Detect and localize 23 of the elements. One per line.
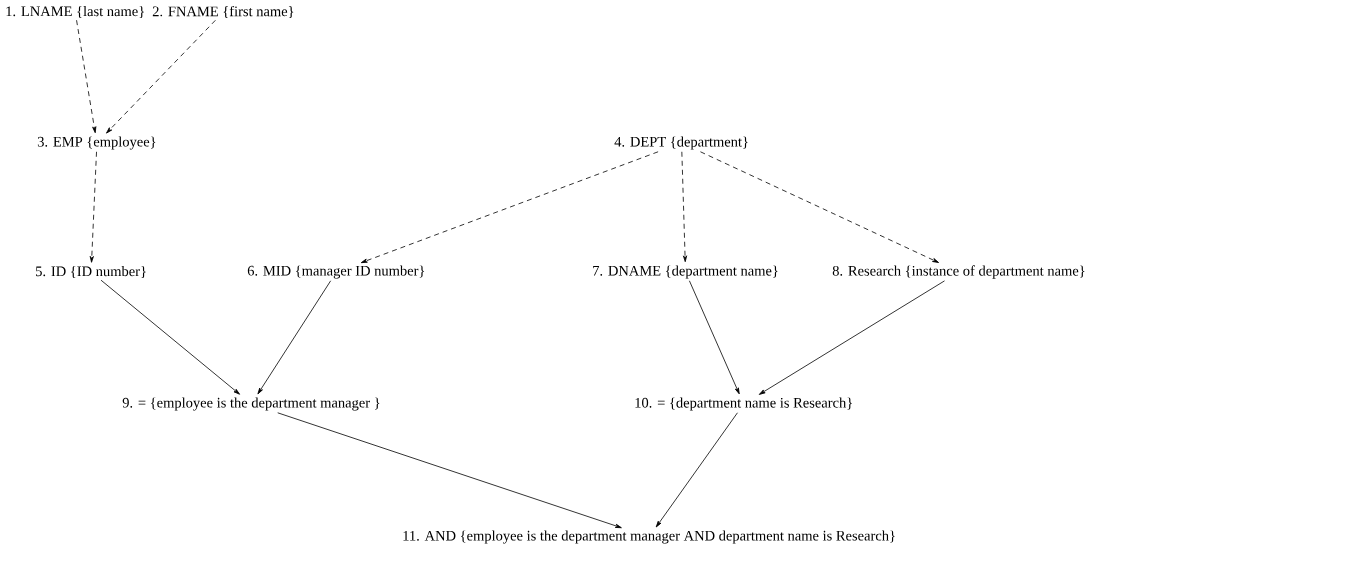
text-label: 6. MID {manager ID number} [247, 265, 425, 279]
arrow [106, 19, 216, 134]
arrow [257, 280, 332, 395]
arrow [758, 280, 945, 395]
text-label: 2. FNAME {first name} [152, 5, 294, 19]
text-label: 5. ID {ID number} [36, 266, 146, 278]
arrow [681, 151, 688, 263]
text-label: 1. LNAME {last name} [6, 6, 144, 18]
arrow [360, 151, 659, 264]
text-label: 3. EMP {employee} [37, 136, 156, 150]
text-label: 10. = {department name is Research} [635, 397, 852, 411]
text-label: 11. AND {employee is the department manager AND department name is Research} [403, 530, 895, 544]
arrow [277, 412, 622, 529]
text-label: 8. Research {instance of department name} [832, 265, 1085, 279]
text-label: 4. DEPT {department} [614, 136, 748, 150]
arrow [100, 279, 240, 395]
arrow [76, 19, 97, 134]
text-label: 7. DNAME {department name} [593, 265, 778, 279]
arrow [655, 412, 738, 528]
text-label: 9. = {employee is the department manager } [122, 397, 380, 411]
arrow [689, 280, 740, 395]
arrow [89, 151, 97, 263]
arrow [700, 151, 939, 263]
